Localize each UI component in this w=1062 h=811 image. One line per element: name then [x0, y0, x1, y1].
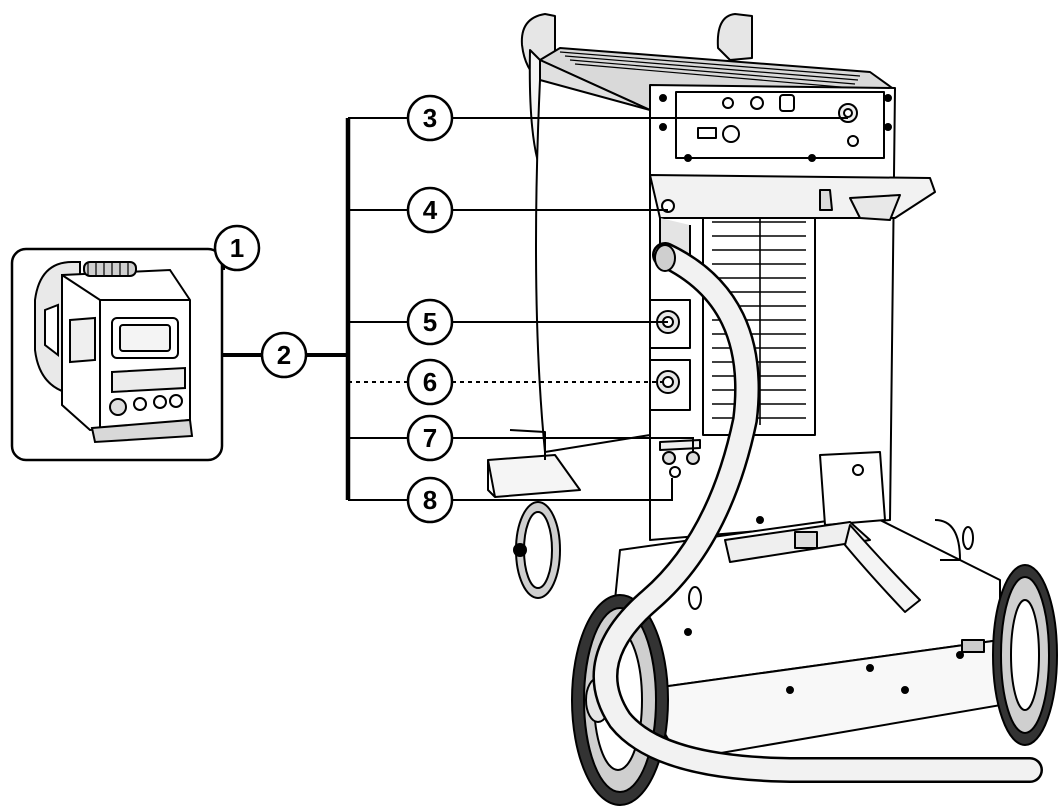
- callout-1-label: 1: [230, 233, 244, 263]
- callout-8: 8: [406, 476, 454, 524]
- callout-8-label: 8: [423, 485, 437, 515]
- callout-3: 3: [406, 94, 454, 142]
- callout-1: 1: [213, 224, 261, 272]
- wire-feeder-illustration: [34, 261, 194, 444]
- front-wheel-right: [992, 564, 1058, 746]
- welding-machine-illustration: [487, 13, 1058, 806]
- callout-4: 4: [406, 186, 454, 234]
- callout-5: 5: [406, 298, 454, 346]
- callout-4-label: 4: [423, 195, 438, 225]
- callout-6-label: 6: [423, 367, 437, 397]
- callout-7-label: 7: [423, 423, 437, 453]
- callout-2: 2: [260, 331, 308, 379]
- callout-6: 6: [406, 358, 454, 406]
- leader-line-8: [452, 478, 673, 501]
- wire-feeder-inset: [10, 247, 224, 462]
- callout-lines: [222, 117, 848, 501]
- callout-5-label: 5: [423, 307, 437, 337]
- callout-7: 7: [406, 414, 454, 462]
- callout-2-label: 2: [277, 340, 291, 370]
- interconnection-hose: [592, 242, 1043, 783]
- callout-3-label: 3: [423, 103, 437, 133]
- leader-line-7: [452, 437, 694, 452]
